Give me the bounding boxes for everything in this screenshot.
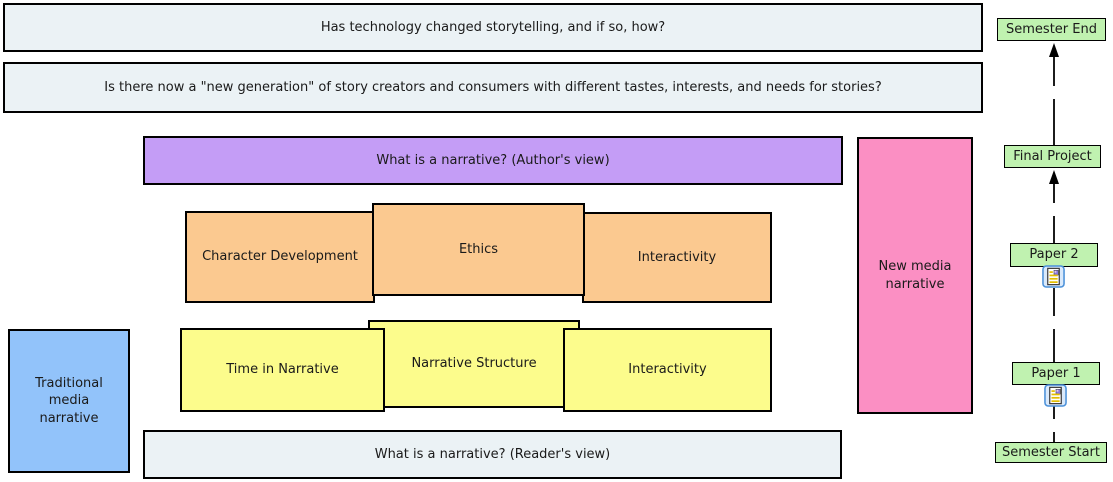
arrow-up-icon xyxy=(1048,43,1059,57)
topic-interactivity-author: Interactivity xyxy=(582,212,772,303)
topic-label: Ethics xyxy=(458,241,499,257)
milestone-paper-1: Paper 1 xyxy=(1012,362,1100,385)
question-text: Is there now a "new generation" of story… xyxy=(104,79,882,95)
topic-label: Time in Narrative xyxy=(226,362,339,378)
attached-document-icon[interactable] xyxy=(1042,265,1065,288)
milestone-semester-end: Semester End xyxy=(997,18,1106,41)
question-text: Has technology changed storytelling, and… xyxy=(320,19,666,35)
topic-label: Character Development xyxy=(202,249,358,265)
topic-interactivity-reader: Interactivity xyxy=(563,328,772,412)
milestone-semester-start: Semester Start xyxy=(995,442,1107,463)
topic-time-in-narrative: Time in Narrative xyxy=(180,328,385,412)
reader-view-bar: What is a narrative? (Reader's view) xyxy=(143,430,842,479)
attached-document-icon[interactable] xyxy=(1044,384,1067,407)
milestone-label: Semester Start xyxy=(1001,444,1100,460)
author-view-bar: What is a narrative? (Author's view) xyxy=(143,136,843,185)
milestone-label: Semester End xyxy=(1006,21,1097,37)
timeline-connector xyxy=(1053,55,1055,146)
connector-gap xyxy=(1051,419,1056,432)
connector-gap xyxy=(1051,86,1056,99)
connector-gap xyxy=(1051,316,1056,329)
author-view-label: What is a narrative? (Author's view) xyxy=(376,152,610,168)
topic-label: Narrative Structure xyxy=(411,356,537,372)
arrow-up-icon xyxy=(1048,170,1059,184)
new-media-label: New media narrative xyxy=(878,258,952,292)
question-bar-new-generation: Is there now a "new generation" of story… xyxy=(3,62,983,113)
milestone-paper-2: Paper 2 xyxy=(1010,243,1098,267)
milestone-label: Final Project xyxy=(1013,148,1092,164)
milestone-final-project: Final Project xyxy=(1004,145,1101,168)
milestone-label: Paper 1 xyxy=(1031,365,1081,381)
traditional-media-label: Traditional media narrative xyxy=(35,375,103,426)
topic-label: Interactivity xyxy=(628,362,707,378)
topic-ethics: Ethics xyxy=(372,203,585,296)
topic-character-development: Character Development xyxy=(185,211,375,303)
traditional-media-narrative-box: Traditional media narrative xyxy=(8,329,130,473)
topic-label: Interactivity xyxy=(637,249,717,265)
question-bar-technology: Has technology changed storytelling, and… xyxy=(3,3,983,52)
connector-gap xyxy=(1051,203,1056,216)
new-media-narrative-box: New media narrative xyxy=(857,137,973,414)
topic-narrative-structure: Narrative Structure xyxy=(368,320,580,408)
milestone-label: Paper 2 xyxy=(1029,247,1079,263)
reader-view-label: What is a narrative? (Reader's view) xyxy=(374,446,611,462)
